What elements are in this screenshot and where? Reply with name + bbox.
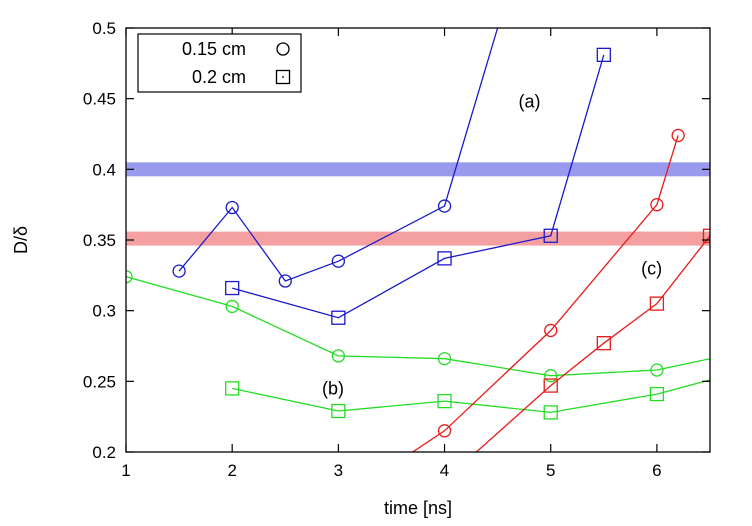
- legend-entry-label: 0.15 cm: [182, 39, 246, 59]
- data-point: [543, 228, 558, 243]
- series-line: [126, 276, 710, 377]
- y-tick-label: 0.5: [92, 19, 116, 38]
- legend-box: [137, 33, 302, 93]
- y-tick-label: 0.4: [92, 160, 116, 179]
- data-point: [702, 228, 710, 243]
- x-tick-label: 5: [546, 461, 555, 480]
- data-point: [126, 270, 133, 284]
- data-point: [225, 299, 239, 314]
- y-axis-label: D/δ: [11, 226, 31, 254]
- y-tick-label: 0.25: [83, 372, 116, 391]
- series-b-circle: [126, 270, 710, 383]
- y-tick-label: 0.35: [83, 231, 116, 250]
- series-line: [232, 54, 605, 319]
- annotation-label: (a): [518, 91, 540, 111]
- data-point: [225, 280, 240, 296]
- reference-band-1: [126, 231, 710, 246]
- reference-bands: [126, 162, 710, 246]
- series-line: [412, 135, 679, 452]
- series-c-circle: [412, 128, 685, 452]
- data-point: [225, 381, 240, 396]
- annotations: (a) (b) (c): [322, 91, 662, 398]
- ticks: 1 2 3 4 5 6 0.2 0.25 0.3 0.35 0.4 0.45 0.5: [83, 19, 710, 480]
- legend-square-dot-icon: [282, 76, 284, 78]
- series-a-square: [225, 47, 611, 325]
- data-point: [543, 378, 558, 393]
- annotation-label: (b): [322, 378, 344, 398]
- legend-circle-icon: [276, 42, 290, 56]
- data-point: [437, 251, 452, 266]
- series-a-circle: [172, 28, 499, 288]
- data-point: [437, 352, 452, 366]
- data-point: [437, 424, 452, 438]
- data-point: [331, 349, 346, 363]
- series-layer: [126, 28, 710, 452]
- x-tick-label: 4: [440, 461, 449, 480]
- data-point: [544, 369, 558, 383]
- data-point: [671, 128, 685, 143]
- legend-entry-label: 0.2 cm: [192, 67, 246, 87]
- data-point: [596, 47, 611, 63]
- x-tick-label: 3: [334, 461, 343, 480]
- legend-square-icon: [275, 69, 291, 85]
- data-point: [437, 393, 452, 409]
- y-tick-label: 0.45: [83, 90, 116, 109]
- y-tick-label: 0.3: [92, 302, 116, 321]
- annotation-label: (c): [641, 258, 662, 278]
- series-line: [232, 379, 710, 414]
- series-c-square: [475, 228, 710, 452]
- x-tick-label: 1: [121, 461, 130, 480]
- series-line: [475, 232, 710, 452]
- data-point: [331, 254, 346, 268]
- series-line: [178, 28, 499, 282]
- data-point: [172, 264, 186, 278]
- data-point: [650, 363, 664, 377]
- data-point: [331, 403, 346, 419]
- data-point: [331, 310, 346, 325]
- x-axis-label: time [ns]: [384, 498, 452, 518]
- data-point: [225, 200, 239, 215]
- data-point: [543, 405, 558, 420]
- data-point: [650, 198, 664, 212]
- series-b-square: [225, 379, 710, 420]
- x-tick-label: 2: [227, 461, 236, 480]
- data-point: [544, 323, 558, 338]
- data-point: [437, 199, 452, 213]
- y-tick-label: 0.2: [92, 443, 116, 462]
- data-point: [649, 386, 665, 402]
- data-point: [596, 336, 611, 351]
- data-point: [278, 274, 292, 288]
- legend: 0.15 cm 0.2 cm: [137, 33, 302, 93]
- data-point: [649, 296, 665, 311]
- reference-band-0: [126, 162, 710, 177]
- x-tick-label: 6: [652, 461, 661, 480]
